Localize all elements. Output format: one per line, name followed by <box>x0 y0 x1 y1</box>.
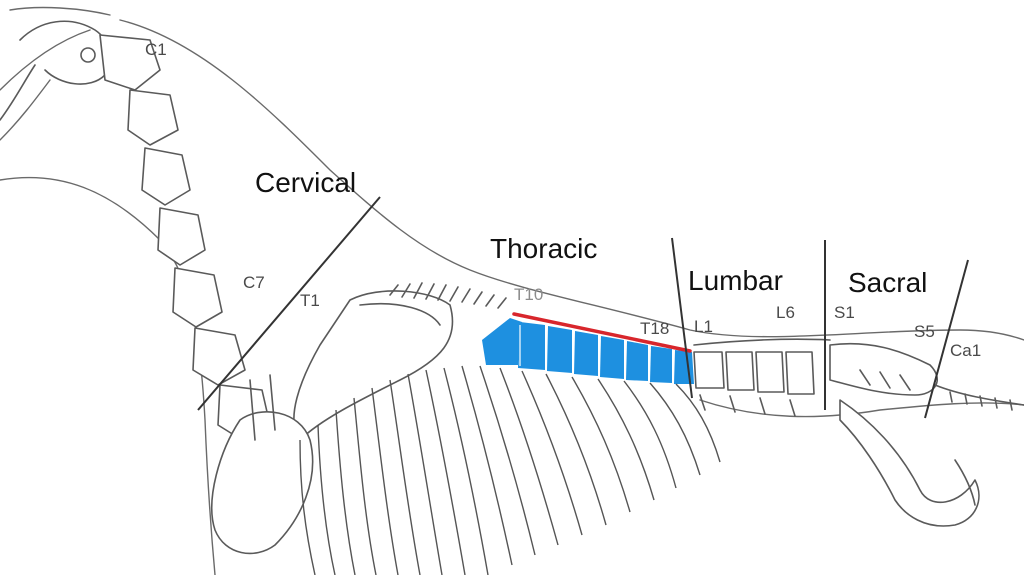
label-t18: T18 <box>640 319 669 338</box>
label-thoracic: Thoracic <box>490 233 597 264</box>
label-t10: T10 <box>514 285 543 304</box>
label-c7: C7 <box>243 273 265 292</box>
label-lumbar: Lumbar <box>688 265 783 296</box>
highlight-vertebra-4 <box>574 331 598 376</box>
thoracic-dorsal-line <box>512 312 692 353</box>
highlight-vertebra-3 <box>547 326 572 373</box>
sacrum-pelvis <box>829 342 980 527</box>
lumbar-vertebrae <box>693 338 831 417</box>
highlight-vertebra-8 <box>674 350 694 384</box>
ribcage <box>299 365 721 575</box>
caudal-vertebrae <box>934 384 1024 411</box>
skull <box>0 20 111 121</box>
label-l1: L1 <box>694 317 713 336</box>
thoracic-spines <box>389 282 507 309</box>
label-l6: L6 <box>776 303 795 322</box>
label-ca1: Ca1 <box>950 341 981 360</box>
region-dividers <box>197 196 969 419</box>
label-s5: S5 <box>914 322 935 341</box>
highlight-vertebra-1 <box>482 318 522 365</box>
label-s1: S1 <box>834 303 855 322</box>
highlighted-thoracic-vertebrae <box>482 318 694 384</box>
label-cervical: Cervical <box>255 167 356 198</box>
highlight-vertebra-5 <box>600 336 624 379</box>
label-t1: T1 <box>300 291 320 310</box>
highlight-separators <box>519 325 674 383</box>
divider-thoracic-lumbar <box>671 237 693 399</box>
scapula <box>293 290 454 441</box>
cervical-vertebrae <box>99 34 271 441</box>
foreleg <box>211 374 314 555</box>
highlight-vertebra-2 <box>518 322 545 370</box>
label-c1: C1 <box>145 40 167 59</box>
divider-sacral-caudal <box>924 259 969 419</box>
divider-cervical-thoracic <box>197 196 381 411</box>
label-sacral: Sacral <box>848 267 927 298</box>
highlight-vertebra-7 <box>650 346 672 383</box>
highlight-vertebra-6 <box>626 341 648 381</box>
